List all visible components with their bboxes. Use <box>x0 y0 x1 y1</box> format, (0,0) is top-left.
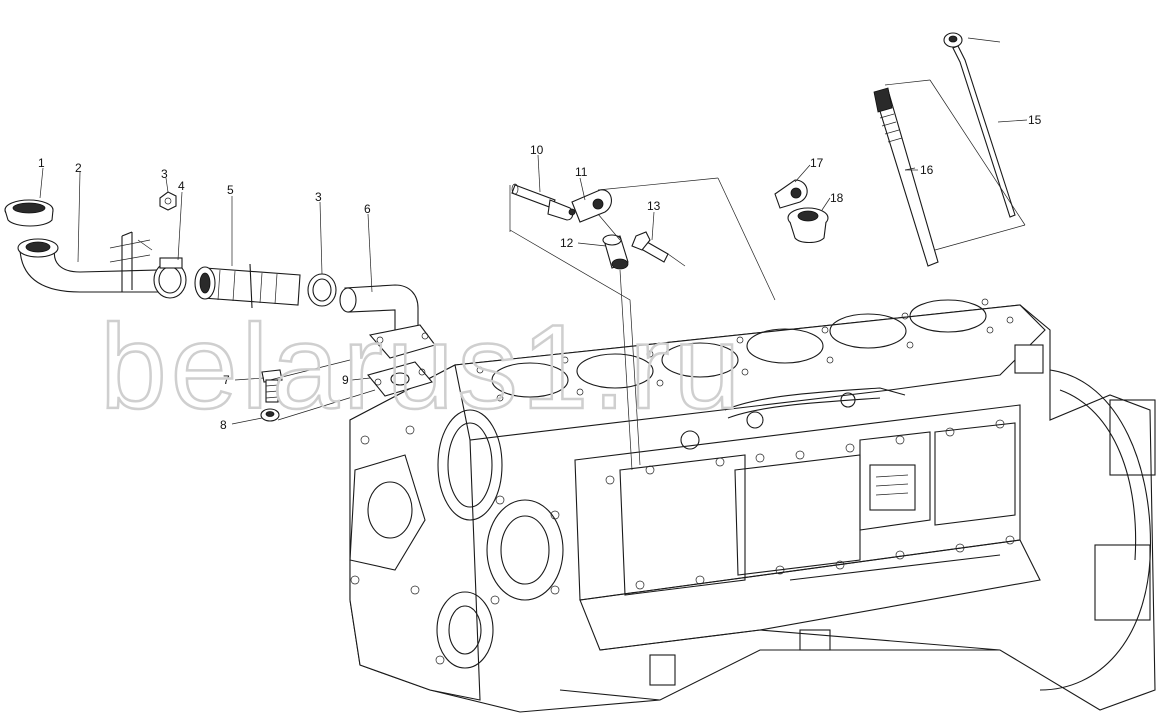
part-1-cap <box>4 199 54 227</box>
part-16-dipstick-tube <box>873 87 939 267</box>
part-2-elbow-pipe <box>17 231 161 293</box>
engine-block <box>349 298 1156 713</box>
callout-2: 2 <box>75 161 82 175</box>
leader-lines <box>39 37 1028 471</box>
callout-3-left: 3 <box>161 167 168 181</box>
callout-18: 18 <box>830 191 844 205</box>
callout-16: 16 <box>920 163 934 177</box>
callout-17: 17 <box>810 156 824 170</box>
callout-5: 5 <box>227 183 234 197</box>
callout-7: 7 <box>223 373 230 387</box>
part-13-bolt <box>631 231 669 263</box>
part-17-clip <box>774 179 808 209</box>
part-7-bolt <box>261 369 283 403</box>
callout-6: 6 <box>364 202 371 216</box>
part-10-stud <box>511 183 574 221</box>
callout-12: 12 <box>560 236 574 250</box>
part-18-grommet <box>787 207 829 244</box>
callout-13: 13 <box>647 199 661 213</box>
part-6-elbow-flange <box>339 284 436 359</box>
callout-4: 4 <box>178 179 185 193</box>
callout-9: 9 <box>342 373 349 387</box>
callout-3-right: 3 <box>315 190 322 204</box>
part-3-nut-left <box>159 191 177 211</box>
callout-8: 8 <box>220 418 227 432</box>
part-8-washer <box>260 408 280 422</box>
callout-1: 1 <box>38 156 45 170</box>
part-12-bushing <box>602 234 629 270</box>
callout-labels: 1 2 3 4 5 3 6 7 8 9 10 11 12 13 15 16 17… <box>38 113 1042 432</box>
callout-15: 15 <box>1028 113 1042 127</box>
part-11-clip <box>568 189 612 223</box>
callout-11: 11 <box>575 165 588 179</box>
callout-10: 10 <box>530 143 544 157</box>
part-9-gasket <box>367 361 433 397</box>
part-15-dipstick <box>943 32 1016 218</box>
part-5-hose <box>194 263 301 309</box>
part-4-clamp <box>153 257 187 299</box>
watermark-text: belarus1.ru <box>100 300 744 434</box>
